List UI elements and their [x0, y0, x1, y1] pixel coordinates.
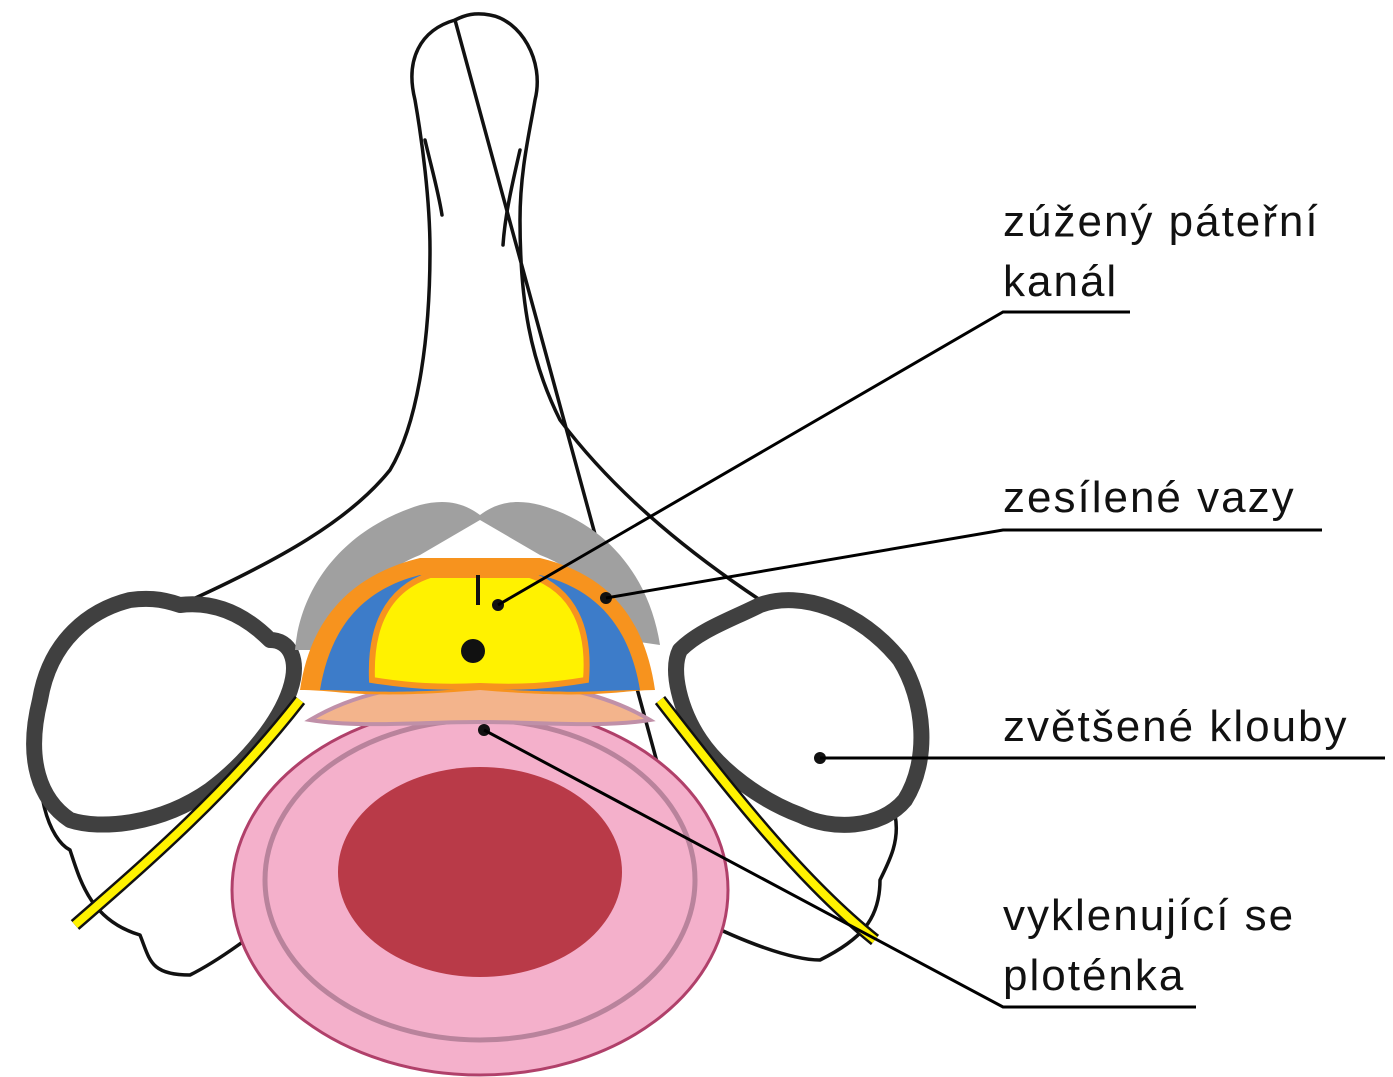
label-thickened-ligaments: zesílené vazy	[1003, 473, 1296, 522]
label-narrowed-canal-line1: zúžený páteřní	[1003, 197, 1320, 246]
right-facet-joint	[676, 600, 921, 825]
disc-nucleus	[338, 767, 622, 977]
label-enlarged-joints: zvětšené klouby	[1003, 702, 1349, 751]
label-narrowed-canal-line2: kanál	[1003, 257, 1118, 306]
central-canal	[461, 639, 485, 663]
label-bulging-disc-line1: vyklenující se	[1003, 891, 1295, 940]
left-facet-joint	[34, 599, 294, 825]
label-bulging-disc-line2: ploténka	[1003, 951, 1185, 1000]
ligaments-leader-line	[606, 530, 1322, 598]
